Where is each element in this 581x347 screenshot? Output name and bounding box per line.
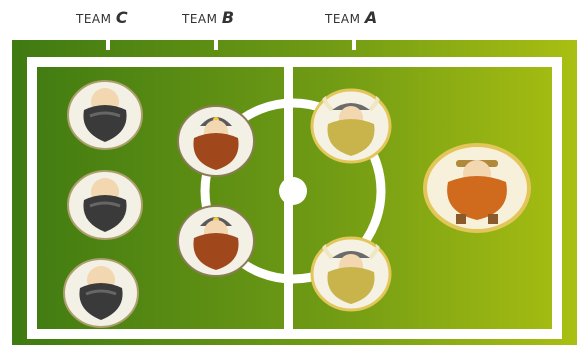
team-c-dwarf-3[interactable] bbox=[62, 258, 140, 328]
team-b-dwarf-1[interactable] bbox=[176, 104, 256, 178]
team-b-dwarf-2[interactable] bbox=[176, 204, 256, 278]
team-a-dwarf-2[interactable] bbox=[310, 236, 392, 312]
team-b-tick bbox=[214, 28, 218, 50]
team-a-tick bbox=[352, 28, 356, 50]
center-spot bbox=[279, 177, 307, 205]
team-a-keeper-dwarf[interactable] bbox=[422, 142, 532, 234]
team-c-tick bbox=[106, 28, 110, 50]
team-c-dwarf-2[interactable] bbox=[66, 170, 144, 240]
team-c-dwarf-1[interactable] bbox=[66, 80, 144, 150]
team-a-dwarf-1[interactable] bbox=[310, 88, 392, 164]
